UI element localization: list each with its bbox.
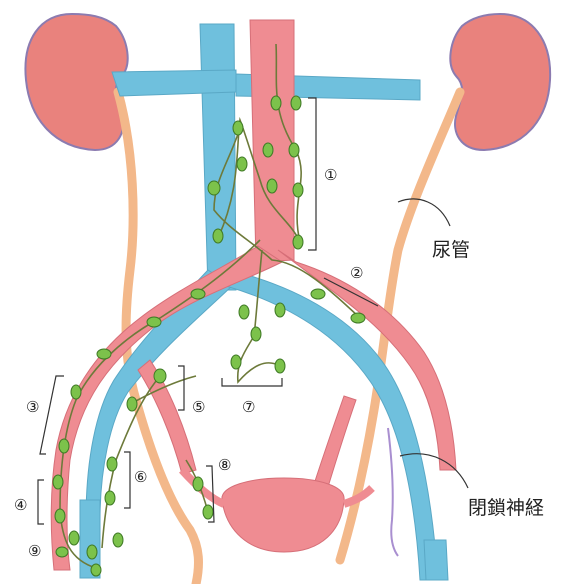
bracket-region-4 (38, 480, 44, 524)
lymph-node (59, 439, 69, 453)
abdominal-aorta (250, 20, 294, 262)
bracket-region-1 (308, 98, 316, 250)
lymph-node (293, 235, 303, 249)
region-number-8: ⑧ (218, 456, 231, 474)
lymph-node (208, 181, 220, 195)
bladder (222, 478, 344, 552)
lymph-node (87, 545, 97, 559)
lymph-node (71, 385, 81, 399)
lymph-node (69, 531, 79, 545)
bracket-region-5 (178, 366, 184, 410)
region-number-7: ⑦ (242, 398, 255, 416)
lymph-node (237, 157, 247, 171)
region-number-9: ⑨ (28, 542, 41, 560)
obturator-nerve (388, 428, 398, 556)
right-iliac-vein-lower (424, 540, 448, 580)
left-kidney (25, 14, 127, 150)
right-kidney (450, 14, 550, 150)
obturator-nerve-label: 閉鎖神経 (468, 497, 544, 519)
lymph-node (55, 509, 65, 523)
lymph-node (267, 179, 277, 193)
lymph-node (351, 313, 365, 323)
lymph-node (113, 533, 123, 547)
region-number-3: ③ (26, 398, 39, 416)
bracket-region-6 (124, 452, 130, 508)
lymph-node (291, 96, 301, 110)
lymph-node (289, 143, 299, 157)
renal-vein-left (112, 70, 236, 96)
region-number-6: ⑥ (134, 468, 147, 486)
lymph-node (191, 289, 205, 299)
lymph-node (213, 229, 223, 243)
lymph-node (275, 303, 285, 317)
region-number-2: ② (350, 264, 363, 282)
lymph-node (91, 564, 101, 576)
lymph-node (231, 355, 241, 369)
lymph-node (107, 457, 117, 471)
left-internal-iliac-artery (138, 360, 196, 474)
lymph-node (154, 369, 166, 383)
inferior-vena-cava (200, 24, 236, 290)
lymph-node (293, 183, 303, 197)
lymph-node (263, 143, 273, 157)
ureter-label: 尿管 (432, 239, 470, 261)
lymph-node (251, 327, 261, 341)
lymph-node (193, 477, 203, 491)
region-number-5: ⑤ (192, 398, 205, 416)
lymph-node (53, 475, 63, 489)
lymph-node (105, 491, 115, 505)
bracket-region-7 (222, 378, 282, 386)
lymph-node (239, 305, 249, 319)
lymph-node (271, 96, 281, 110)
lymph-node (97, 349, 111, 359)
lymph-node (275, 359, 285, 373)
lymph-node (311, 289, 325, 299)
region-number-4: ④ (14, 496, 27, 514)
lymph-node (56, 547, 68, 557)
lymph-node (127, 397, 137, 411)
lymph-node (203, 505, 213, 519)
lymph-node (147, 317, 161, 327)
lymph-node (233, 121, 243, 135)
region-number-1: ① (324, 166, 337, 184)
